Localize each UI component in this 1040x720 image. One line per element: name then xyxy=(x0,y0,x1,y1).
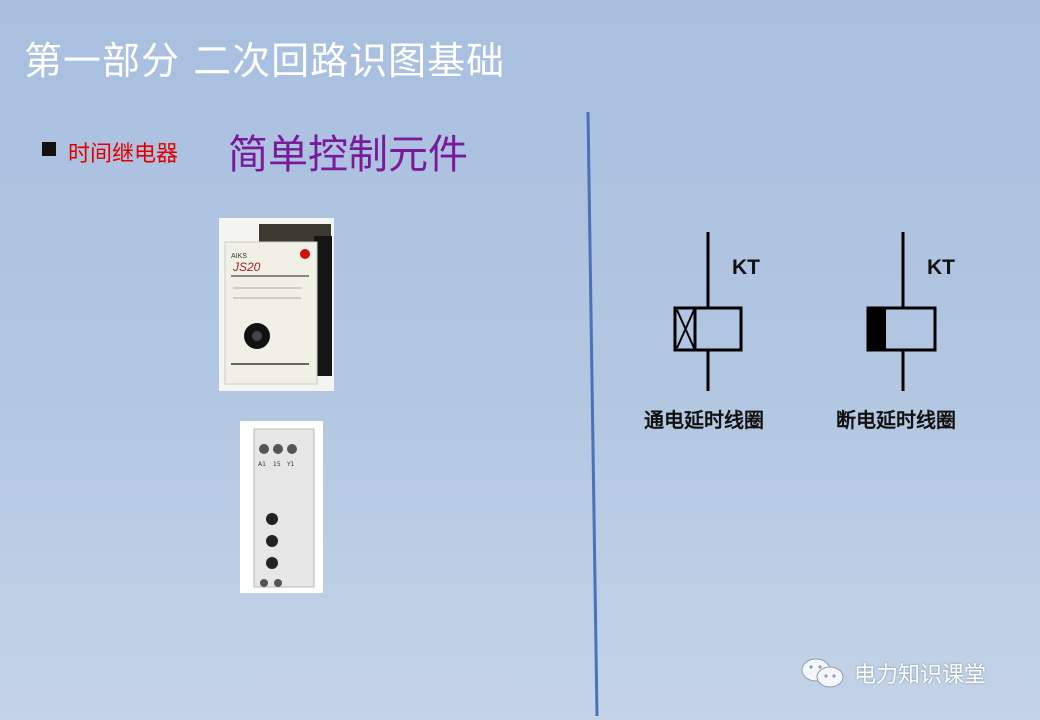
slide-title: 第一部分 二次回路识图基础 xyxy=(24,39,506,83)
watermark: 电力知识课堂 xyxy=(800,656,986,690)
kt-label-off-delay: KT xyxy=(927,256,955,279)
off-delay-coil-symbol xyxy=(866,232,937,391)
off-delay-coil-caption: 断电延时线圈 xyxy=(836,408,956,432)
bullet-square-icon xyxy=(42,142,56,156)
kt-label-on-delay: KT xyxy=(732,256,760,279)
on-delay-coil-symbol xyxy=(673,232,743,391)
bullet-label: 时间继电器 xyxy=(68,142,179,167)
js20-time-relay-photo: AIKS JS20 xyxy=(219,218,334,391)
slide-subtitle: 简单控制元件 xyxy=(228,132,468,178)
watermark-text: 电力知识课堂 xyxy=(854,663,987,688)
terminal-label: 15 xyxy=(273,461,281,468)
svg-text:AIKS: AIKS xyxy=(231,253,247,260)
terminal-label: Y1 xyxy=(286,461,295,468)
din-rail-time-relay-photo: A1 15 Y1 xyxy=(240,421,323,593)
terminal-label: A1 xyxy=(258,461,266,468)
on-delay-coil-caption: 通电延时线圈 xyxy=(644,408,764,432)
wechat-icon xyxy=(801,658,844,688)
img1-model-label: JS20 xyxy=(232,260,261,274)
